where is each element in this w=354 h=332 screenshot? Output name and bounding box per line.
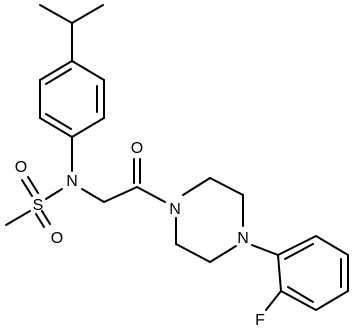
atom-label-o-sulfonyl-bottom: O [51, 230, 63, 247]
atom-label-sulfur: S [33, 197, 44, 214]
fluorophenyl-ring [251, 235, 349, 311]
atom-label-o-carbonyl: O [131, 140, 143, 157]
piperazine-ring [175, 177, 244, 263]
atom-label-fluorine: F [255, 312, 265, 329]
atom-label-o-sulfonyl-top: O [15, 159, 27, 176]
nitrogen-substituent-bonds [45, 136, 105, 203]
atom-label-n-sulfonamide: N [66, 173, 78, 190]
acetamide-linker [103, 158, 166, 203]
atom-label-n-piperazine-aryl: N [237, 230, 249, 247]
isopropyl-group [39, 4, 104, 62]
sulfonyl-bonds [5, 176, 51, 228]
para-phenyl-ring [39, 60, 105, 138]
atom-label-n-piperazine-amide: N [169, 201, 181, 218]
